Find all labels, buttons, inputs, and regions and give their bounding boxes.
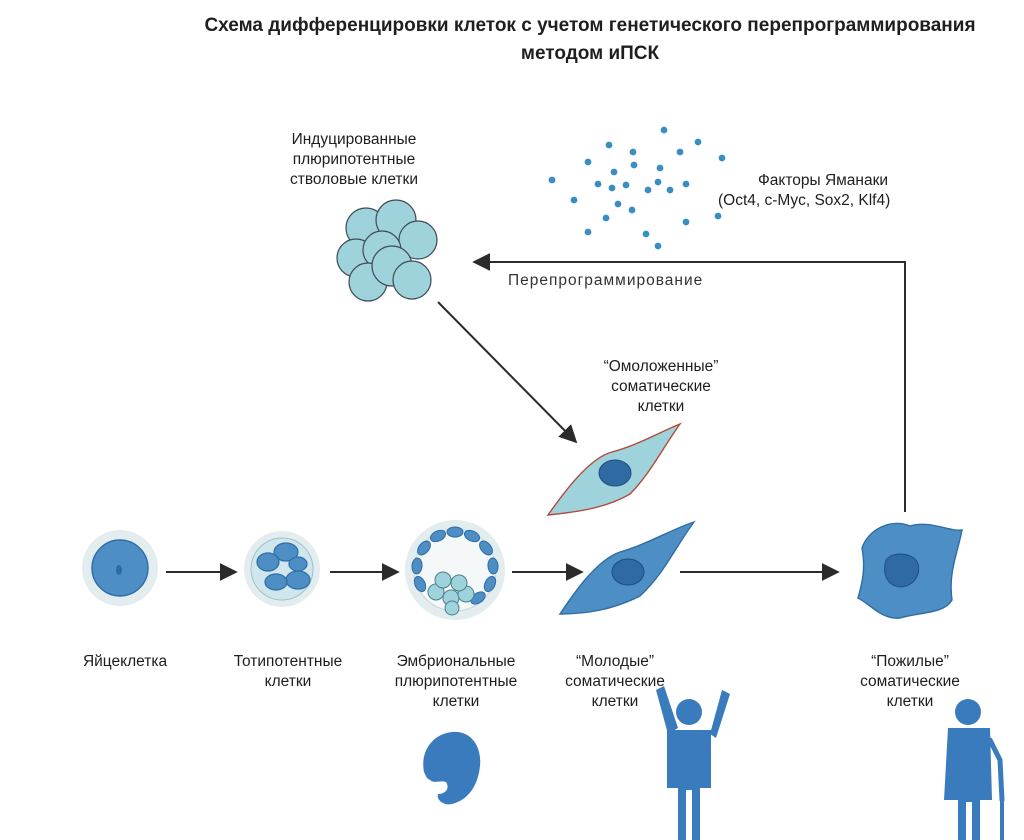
label-elderly-cells: “Пожилые” соматические клетки: [830, 652, 990, 712]
young-cell-icon: [558, 520, 696, 615]
label-ipsc-line-1: Индуцированные: [291, 131, 417, 148]
label-egg-line-1: Яйцеклетка: [82, 653, 168, 670]
title-line-1: Схема дифференцировки клеток с учетом ге…: [204, 15, 976, 36]
label-totipotent-line-1: Тотипотентные: [233, 653, 343, 670]
label-young-line-1: “Молодые”: [576, 653, 654, 670]
label-rejuvenated-cells: “Омоложенные” соматические клетки: [566, 357, 756, 417]
label-egg-cell: Яйцеклетка: [50, 652, 200, 672]
label-embryonic-cells: Эмбриональные плюрипотентные клетки: [370, 652, 542, 712]
label-embryonic-line-2: плюрипотентные: [394, 673, 518, 690]
label-ipsc: Индуцированные плюрипотентные стволовые …: [256, 130, 452, 190]
label-ipsc-line-2: плюрипотентные: [292, 151, 416, 168]
label-yamanaka-line-1: Факторы Яманаки: [757, 172, 889, 189]
label-embryonic-line-3: клетки: [432, 693, 480, 710]
embryonic-blastocyst-icon: [405, 520, 505, 620]
diagram-title: Схема дифференцировки клеток с учетом ге…: [0, 12, 1024, 68]
totipotent-cells-icon: [244, 531, 320, 607]
label-rejuvenated-line-2: соматические: [611, 378, 711, 395]
label-embryonic-line-1: Эмбриональные: [396, 653, 516, 670]
label-ipsc-line-3: стволовые клетки: [290, 171, 418, 188]
label-young-line-3: клетки: [591, 693, 639, 710]
title-line-2: методом иПСК: [520, 43, 660, 64]
label-rejuvenated-line-3: клетки: [637, 398, 685, 415]
label-elderly-line-2: соматические: [860, 673, 960, 690]
reprogramming-arrow: [472, 253, 906, 512]
label-young-cells: “Молодые” соматические клетки: [536, 652, 694, 712]
rejuvenated-cell-icon: [546, 422, 682, 516]
ipsc-cluster-icon: [336, 199, 438, 302]
elderly-person-icon: [944, 699, 1005, 840]
ipsc-to-rejuvenated-arrow: [437, 301, 578, 444]
young-person-icon: [656, 686, 730, 840]
label-yamanaka-line-2: (Oct4, c-Myc, Sox2, Klf4): [718, 192, 891, 209]
label-totipotent-line-2: клетки: [264, 673, 312, 690]
yamanaka-factors-dots: [548, 126, 726, 250]
embryo-icon: [423, 731, 481, 805]
egg-cell-icon: [82, 530, 158, 606]
label-reprogramming: Перепрограммирование: [508, 272, 704, 289]
label-totipotent-cells: Тотипотентные клетки: [208, 652, 368, 692]
label-rejuvenated-line-1: “Омоложенные”: [603, 358, 719, 375]
label-yamanaka-factors: Факторы Яманаки (Oct4, c-Myc, Sox2, Klf4…: [718, 171, 938, 211]
label-elderly-line-3: клетки: [886, 693, 934, 710]
label-young-line-2: соматические: [565, 673, 665, 690]
elderly-cell-icon: [857, 522, 963, 619]
label-elderly-line-1: “Пожилые”: [871, 653, 949, 670]
